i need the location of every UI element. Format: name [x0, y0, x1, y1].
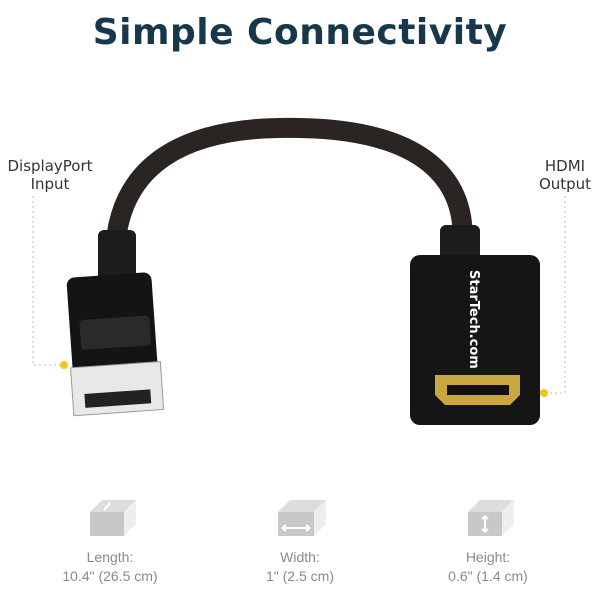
- hdmi-output-label: HDMI Output: [530, 157, 600, 193]
- label-line: Input: [30, 175, 70, 193]
- dimension-width: Width: 1" (2.5 cm): [210, 498, 390, 586]
- dimension-value: 0.6" (1.4 cm): [448, 568, 528, 584]
- right-callout-line: [544, 196, 566, 394]
- page-title: Simple Connectivity: [92, 12, 508, 53]
- height-box-icon: [468, 500, 514, 536]
- dimension-value: 1" (2.5 cm): [266, 568, 334, 584]
- dimension-length: Length: 10.4" (26.5 cm): [20, 498, 200, 586]
- width-box-icon: [278, 500, 326, 536]
- adapter-illustration: StarTech.com: [32, 117, 566, 425]
- dimension-label: Width:: [280, 549, 320, 565]
- left-callout-dot: [60, 361, 68, 369]
- dimension-height: Height: 0.6" (1.4 cm): [398, 498, 578, 586]
- hdmi-adapter: StarTech.com: [410, 255, 540, 425]
- displayport-input-label: DisplayPort Input: [0, 157, 100, 193]
- left-callout-line: [32, 196, 64, 366]
- brand-logo: StarTech.com: [466, 270, 481, 369]
- dimension-label: Height:: [465, 549, 511, 565]
- dimension-label: Length:: [86, 549, 134, 565]
- length-box-icon: [90, 500, 136, 536]
- label-line: DisplayPort: [7, 157, 93, 175]
- right-callout-dot: [540, 389, 548, 397]
- cable: [104, 117, 473, 271]
- label-line: Output: [538, 175, 592, 193]
- displayport-connector: [66, 272, 165, 417]
- label-line: HDMI: [544, 157, 586, 175]
- dimension-value: 10.4" (26.5 cm): [62, 568, 158, 584]
